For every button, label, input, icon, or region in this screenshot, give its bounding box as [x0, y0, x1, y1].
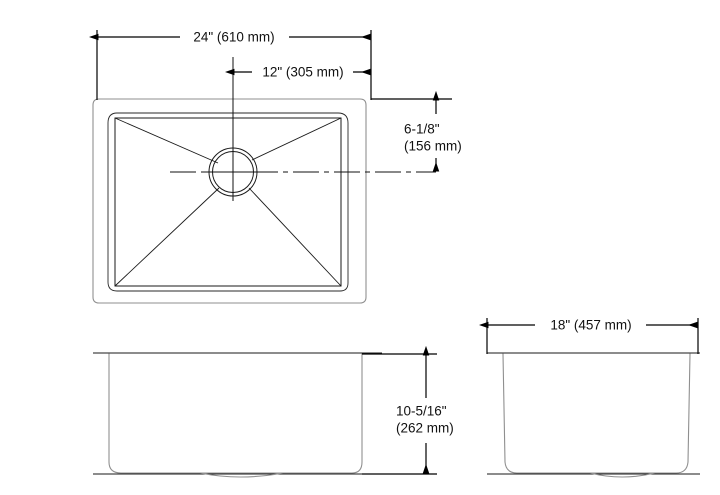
dimension-label-overall-width: 24" (610 mm): [193, 30, 274, 45]
top-view-slope-line-top-left: [114, 117, 219, 164]
dimension-label-basin-depth-mm: (262 mm): [396, 421, 454, 436]
top-view-group: [92, 57, 436, 304]
dimension-label-basin-depth-inches: 10-5/16": [396, 404, 447, 419]
side-view-drain-bulge: [589, 472, 656, 478]
dimension-label-drain-from-back-mm: (156 mm): [404, 139, 462, 154]
front-elevation-group: [93, 352, 382, 478]
top-view-slope-line-bottom-right: [248, 187, 342, 287]
front-view-basin-outline: [108, 353, 363, 474]
dimension-label-overall-depth: 18" (457 mm): [550, 318, 631, 333]
top-view-basin-bottom: [114, 117, 342, 287]
top-view-slope-line-bottom-left: [114, 187, 220, 287]
front-elevation-dimensions: 10-5/16" (262 mm): [362, 345, 454, 475]
dimension-label-drain-from-back-inches: 6-1/8": [404, 122, 440, 137]
side-view-basin-outline: [502, 353, 691, 474]
front-view-drain-bulge: [199, 472, 284, 478]
top-view-lip-outline: [107, 112, 349, 292]
side-elevation-dimensions: 18" (457 mm): [478, 318, 699, 354]
dimension-label-drain-from-left: 12" (305 mm): [262, 65, 343, 80]
top-view-dimensions: 24" (610 mm) 12" (305 mm) 6-1/8" (156 mm…: [88, 30, 462, 172]
side-elevation-group: [487, 352, 700, 478]
top-view-rim-outline: [92, 98, 367, 304]
top-view-slope-line-top-right: [251, 117, 342, 161]
